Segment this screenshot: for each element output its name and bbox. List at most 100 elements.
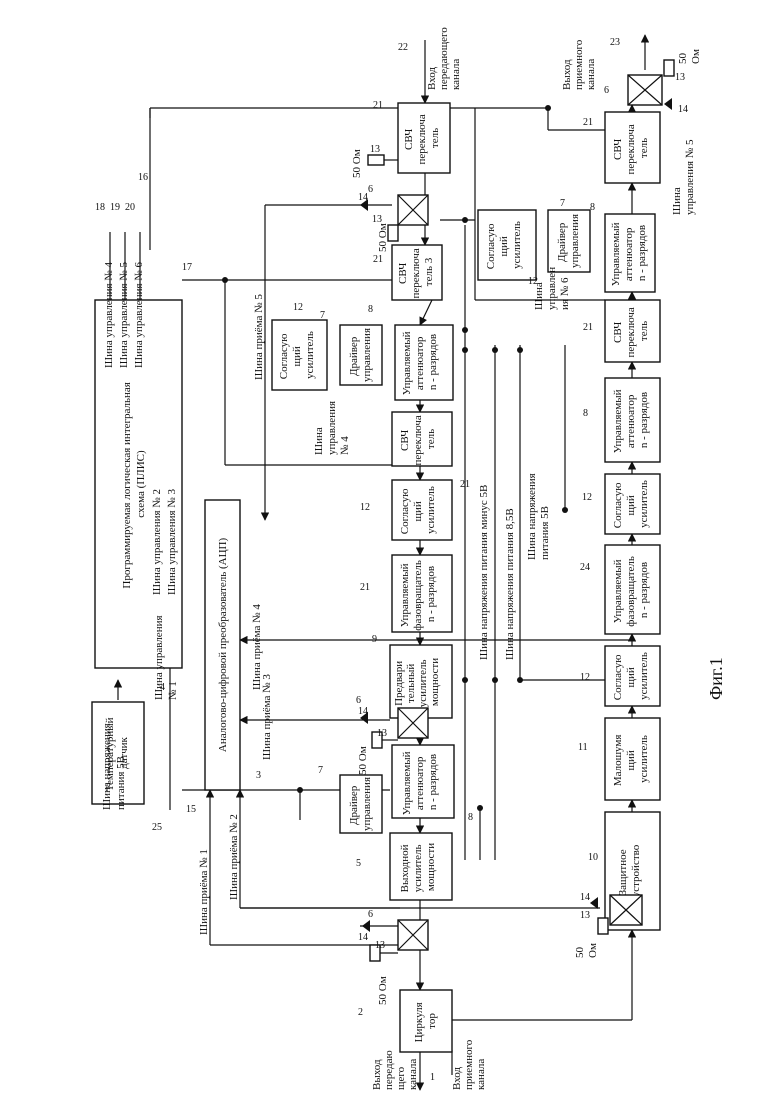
svg-text:24: 24 <box>580 562 590 573</box>
coupler-rx-out <box>628 60 674 110</box>
label-minus5: Шина напряжения питания минус 5В <box>478 485 490 660</box>
label-in-rx: Вход приемного канала <box>451 1037 487 1090</box>
label-ohm-5a: 50 <box>574 947 586 959</box>
block-buffer-rx1: Согласую щий усилитель <box>605 646 660 706</box>
svg-text:Выходной усилитель: Выходной усилитель мощности <box>399 842 437 893</box>
svg-text:13: 13 <box>675 72 685 83</box>
svg-text:7: 7 <box>320 310 325 321</box>
svg-text:6: 6 <box>356 695 361 706</box>
label-ctrl-4-small: Шина управления № 4 <box>313 398 351 455</box>
svg-text:12: 12 <box>360 502 370 513</box>
svg-text:21: 21 <box>460 479 470 490</box>
svg-text:13: 13 <box>580 910 590 921</box>
label-ctrl-5: Шина управления № 5 <box>118 261 130 368</box>
block-buffer-tx2: Согласую щий усилитель <box>272 320 327 390</box>
label-in-tx: Вход передающего канала <box>426 24 462 90</box>
svg-text:12: 12 <box>528 276 538 287</box>
block-driver-tx1: Драйвер управления <box>340 775 382 833</box>
svg-text:21: 21 <box>373 100 383 111</box>
svg-text:6: 6 <box>604 85 609 96</box>
block-driver-tx2: Драйвер управления <box>340 325 382 385</box>
block-attenuator-rx1: Управляемый аттенюатор n - разрядов <box>605 378 660 462</box>
adc-label: Аналогово-цифровой преобразователь (АЦП) <box>217 538 229 753</box>
figure-caption: Фиг.1 <box>706 657 726 700</box>
label-ohm-5b: Ом <box>587 943 599 958</box>
label-ctrl-2: Шина управления № 2 <box>151 489 163 595</box>
svg-text:13: 13 <box>370 144 380 155</box>
svg-text:14: 14 <box>358 706 368 717</box>
svg-text:2: 2 <box>358 1007 363 1018</box>
svg-text:14: 14 <box>358 192 368 203</box>
label-ctrl-4: Шина управления № 4 <box>103 261 115 368</box>
block-circulator: Циркуля тор <box>400 990 452 1052</box>
block-switch-tx-low: СВЧ переключа тель <box>392 412 452 466</box>
block-switch-rx-top: СВЧ переключа тель <box>605 112 660 183</box>
coupler-tx-out <box>360 920 428 961</box>
load-sw-top <box>368 155 398 165</box>
label-ohm-1: 50 Ом <box>377 976 389 1005</box>
block-attenuator-tx1: Управляемый аттенюатор n - разрядов <box>392 745 454 818</box>
label-rx-1: Шина приёма № 1 <box>198 849 210 935</box>
svg-text:13: 13 <box>375 940 385 951</box>
label-ohm-6b: Ом <box>690 49 702 64</box>
svg-text:21: 21 <box>360 582 370 593</box>
svg-text:6: 6 <box>368 909 373 920</box>
block-buffer-rx3: Согласую щий усилитель <box>478 210 536 280</box>
label-out-tx: Выход передаю щего канала <box>371 1048 419 1090</box>
svg-text:7: 7 <box>318 765 323 776</box>
svg-text:12: 12 <box>582 492 592 503</box>
svg-text:12: 12 <box>293 302 303 313</box>
svg-text:10: 10 <box>588 852 598 863</box>
label-ctrl-3: Шина управления № 3 <box>166 488 178 595</box>
svg-text:Управляемый аттенюатор: Управляемый аттенюатор n - разрядов <box>401 749 439 816</box>
svg-text:Управляемый аттенюатор: Управляемый аттенюатор n - разрядов <box>401 329 439 396</box>
svg-text:4: 4 <box>160 682 165 693</box>
label-rx-5: Шина приёма № 5 <box>253 294 265 380</box>
label-ctrl-5-right: Шина управления № 5 <box>671 139 696 215</box>
svg-text:7: 7 <box>560 198 565 209</box>
svg-text:6: 6 <box>368 184 373 195</box>
svg-text:Драйвер управления: Драйвер управления <box>556 214 581 268</box>
block-output-pa: Выходной усилитель мощности <box>390 833 452 900</box>
block-switch-rx-low: СВЧ переключа тель <box>605 300 660 362</box>
wires <box>110 35 645 1090</box>
block-adc: Аналогово-цифровой преобразователь (АЦП) <box>205 500 240 790</box>
svg-text:22: 22 <box>398 42 408 53</box>
block-attenuator-rx2: Управляемый аттенюатор n - разрядов <box>605 214 655 292</box>
coupler-tx-top <box>360 195 428 241</box>
svg-text:1: 1 <box>430 1072 435 1083</box>
svg-text:21: 21 <box>583 117 593 128</box>
svg-text:18: 18 <box>95 202 105 213</box>
label-rx-2: Шина приёма № 2 <box>228 814 240 900</box>
svg-text:12: 12 <box>580 672 590 683</box>
svg-text:20: 20 <box>125 202 135 213</box>
svg-text:14: 14 <box>580 892 590 903</box>
svg-text:5: 5 <box>356 858 361 869</box>
svg-text:Управляемый аттенюатор: Управляемый аттенюатор n - разрядов <box>612 387 650 454</box>
svg-text:Управляемый аттенюатор: Управляемый аттенюатор n - разрядов <box>610 220 648 287</box>
label-85: Шина напряжения питания 8,5В <box>504 508 516 660</box>
svg-text:13: 13 <box>372 214 382 225</box>
svg-text:8: 8 <box>368 304 373 315</box>
svg-text:Драйвер управления: Драйвер управления <box>348 328 373 382</box>
block-buffer-rx2: Согласую щий усилитель <box>605 474 660 534</box>
block-switch-tx-top: СВЧ переключа тель <box>398 103 450 173</box>
label-out-rx: Выход приемного канала <box>561 37 597 90</box>
label-ctrl-6: Шина управления № 6 <box>133 261 145 368</box>
svg-text:13: 13 <box>377 728 387 739</box>
svg-text:15: 15 <box>186 804 196 815</box>
svg-text:8: 8 <box>468 812 473 823</box>
label-rx-4: Шина приёма № 4 <box>251 604 263 690</box>
svg-text:21: 21 <box>583 322 593 333</box>
svg-text:Управляемый фазовращател: Управляемый фазовращатель n - разрядов <box>399 557 437 630</box>
svg-text:25: 25 <box>152 822 162 833</box>
svg-text:14: 14 <box>358 932 368 943</box>
svg-text:23: 23 <box>610 37 620 48</box>
svg-text:14: 14 <box>678 104 688 115</box>
svg-text:8: 8 <box>583 408 588 419</box>
svg-text:Защитное устройство: Защитное устройство <box>617 844 642 897</box>
svg-text:17: 17 <box>182 262 192 273</box>
block-lna: Малошумя щий усилитель <box>605 718 660 800</box>
block-preamp: Предвари тельный усилитель мощности <box>390 645 452 718</box>
